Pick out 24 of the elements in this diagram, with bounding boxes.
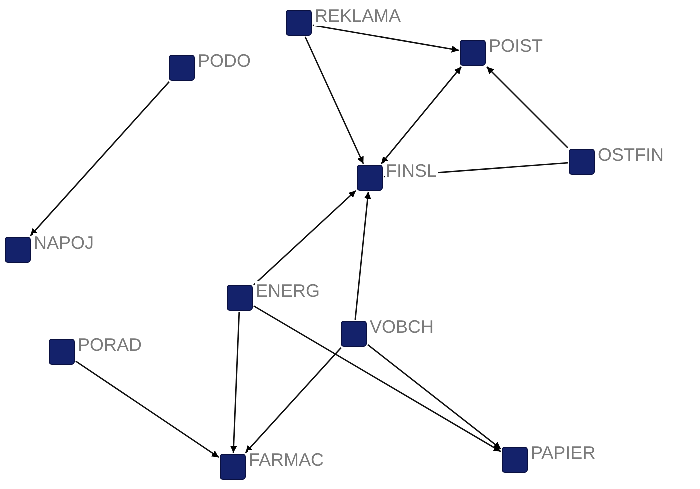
node-square bbox=[227, 285, 253, 311]
node-square bbox=[5, 237, 31, 263]
arrow bbox=[254, 306, 502, 452]
node-square bbox=[49, 339, 75, 365]
arrow bbox=[486, 66, 568, 148]
node-label: FINSL bbox=[385, 161, 438, 181]
arrow bbox=[381, 66, 462, 164]
arrow bbox=[354, 192, 372, 320]
arrow bbox=[312, 24, 460, 53]
node-square bbox=[460, 40, 486, 66]
arrow bbox=[76, 360, 220, 458]
node-square bbox=[286, 10, 312, 36]
node-square bbox=[169, 55, 195, 81]
node-square bbox=[569, 149, 595, 175]
arrow bbox=[368, 344, 502, 450]
arrow bbox=[245, 348, 342, 454]
node-square bbox=[502, 447, 528, 473]
arrow bbox=[304, 36, 364, 164]
node-square bbox=[357, 165, 383, 191]
arrow bbox=[230, 312, 240, 454]
node-square bbox=[220, 454, 246, 480]
arrow bbox=[30, 82, 170, 236]
node-square bbox=[341, 321, 367, 347]
arrow bbox=[254, 190, 356, 286]
